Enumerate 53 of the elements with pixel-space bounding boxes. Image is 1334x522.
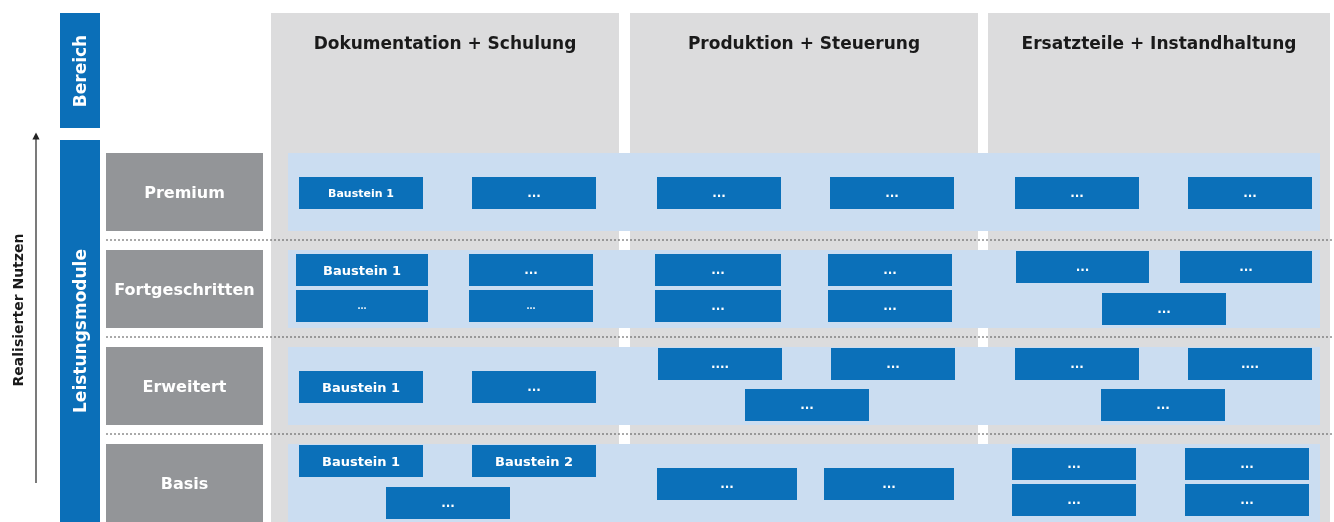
module-name: ... xyxy=(441,496,455,510)
column-title: Produktion + Steuerung xyxy=(687,33,921,53)
module-name: ... xyxy=(527,186,541,200)
module-name: ... xyxy=(800,398,814,412)
column-header-band xyxy=(630,13,978,153)
column-title: Ersatzteile + Instandhaltung xyxy=(1021,33,1297,53)
module-name: ... xyxy=(885,186,899,200)
module-name: ... xyxy=(1067,457,1081,471)
module-name: ... xyxy=(712,186,726,200)
section-title: Leistungsmodule xyxy=(70,249,90,413)
module-name: Baustein 1 xyxy=(322,379,400,395)
module-name: ... xyxy=(1157,302,1171,316)
level-label-box xyxy=(106,153,263,231)
section-label-bar xyxy=(60,140,100,522)
section-label-bar xyxy=(60,13,100,128)
module-name: ... xyxy=(527,380,541,394)
module-name: ... xyxy=(883,299,897,313)
module-name: ... xyxy=(524,263,538,277)
module-name: ... xyxy=(1240,457,1254,471)
module-name: Baustein 1 xyxy=(322,453,400,469)
module-name: ... xyxy=(1067,493,1081,507)
module-name: ... xyxy=(883,263,897,277)
level-name: Fortgeschritten xyxy=(114,279,255,299)
level-name: Basis xyxy=(160,473,209,493)
level-label-box xyxy=(106,444,263,522)
module-name: Baustein 1 xyxy=(328,186,394,200)
axis-caption: Realisierter Nutzen xyxy=(10,233,26,387)
module-name: ... xyxy=(526,301,536,311)
module-name: ... xyxy=(711,263,725,277)
module-name: ... xyxy=(882,477,896,491)
module-name: ... xyxy=(357,301,367,311)
column-title: Dokumentation + Schulung xyxy=(313,33,577,53)
column-header-band xyxy=(988,13,1330,153)
module-name: ... xyxy=(711,299,725,313)
module-name: ... xyxy=(1070,357,1084,371)
level-name: Premium xyxy=(144,182,225,202)
module-name: ... xyxy=(1240,493,1254,507)
column-header-band xyxy=(271,13,619,153)
module-name: ... xyxy=(1156,398,1170,412)
module-name: ... xyxy=(720,477,734,491)
module-name: ... xyxy=(1243,186,1257,200)
level-label-box xyxy=(106,347,263,425)
module-name: ... xyxy=(1239,260,1253,274)
module-name: ... xyxy=(886,357,900,371)
level-label-box xyxy=(106,250,263,328)
module-name: .... xyxy=(1240,357,1260,371)
level-name: Erweitert xyxy=(142,376,227,396)
module-name: Baustein 2 xyxy=(495,453,573,469)
section-title: Bereich xyxy=(70,34,90,107)
module-name: .... xyxy=(710,357,730,371)
module-name: ... xyxy=(1075,260,1090,274)
module-name: Baustein 1 xyxy=(323,262,401,278)
module-name: ... xyxy=(1070,186,1084,200)
